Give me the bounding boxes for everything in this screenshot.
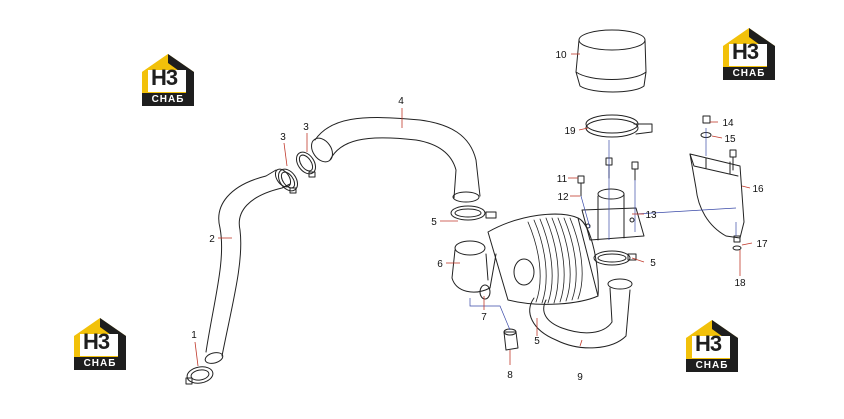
logo-word: СНАБ [686,359,738,372]
callout-7: 7 [481,312,487,323]
clamp-1 [185,366,214,385]
logo-mark: H3 [731,39,759,64]
callout-4: 4 [398,96,404,107]
rain-cap-10 [575,29,647,93]
clamp-5-right [593,250,637,266]
callout-6: 6 [437,259,443,270]
callout-5-right: 5 [650,258,656,269]
bracket-16 [689,149,745,239]
logo-word: СНАБ [74,357,126,370]
logo-mark: H3 [150,65,178,90]
valve-7 [479,284,491,300]
cap-8 [503,328,519,351]
callout-13: 13 [645,210,657,221]
air-filter-housing [487,213,599,305]
callout-15: 15 [724,134,736,145]
callout-8: 8 [507,370,513,381]
clamp-3-left [277,168,299,194]
watermark-logo-top-right: H3 СНАБ [717,24,781,80]
logo-mark: H3 [694,331,722,356]
watermark-logo-bottom-right: H3 СНАБ [680,316,744,372]
callout-3-right: 3 [303,122,309,133]
callout-16: 16 [752,184,764,195]
pipe-9 [529,278,633,349]
callout-18: 18 [734,278,746,289]
callout-11: 11 [557,174,568,185]
bolts-11-12 [577,157,639,197]
logo-house-icon [142,54,194,94]
callout-9: 9 [577,372,583,383]
callout-2: 2 [209,234,215,245]
logo-word: СНАБ [142,93,194,106]
logo-mark: H3 [82,329,110,354]
callout-1: 1 [191,330,197,341]
clamp-5-top [450,205,497,221]
hose-lower [204,168,292,364]
watermark-logo-top-left: H3 СНАБ [136,50,200,106]
callout-5-top: 5 [431,217,437,228]
callout-10: 10 [555,50,567,61]
hose-upper [311,116,481,203]
mount-plate-13 [581,188,645,241]
watermark-logo-bottom-left: H3 СНАБ [68,314,132,370]
logo-house-icon [723,28,775,68]
logo-word: СНАБ [723,67,775,80]
clamp-3-right [295,151,317,178]
nut-17-18 [732,235,742,251]
band-clamp-19 [585,114,653,138]
leader-lines [194,53,753,367]
callout-17: 17 [756,239,768,250]
callout-19: 19 [564,126,576,137]
logo-house-icon [74,318,126,358]
callout-5-bottom: 5 [534,336,540,347]
callout-14: 14 [722,118,734,129]
inlet-elbow [451,240,497,293]
alignment-lines [469,128,737,331]
callout-12: 12 [557,192,569,203]
logo-house-icon [686,320,738,360]
callout-3-left: 3 [280,132,286,143]
